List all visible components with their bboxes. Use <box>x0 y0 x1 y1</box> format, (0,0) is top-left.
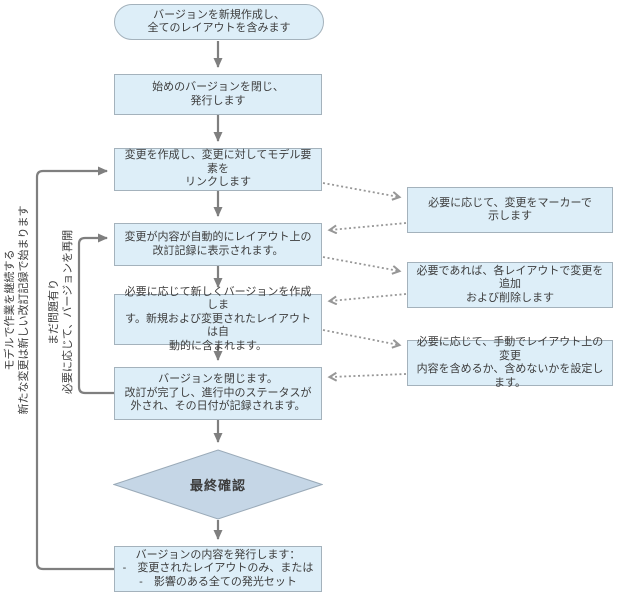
inner-loop-label: まだ問題有り 必要に応じて、バージョンを再開 <box>48 229 74 395</box>
outer-loop-label: モデルで作業を継続する 新たな変更は新しい改訂記録で始まります <box>4 205 30 415</box>
dashed-add-remove-to-new-version <box>330 293 407 301</box>
node-close-first-version: 始めのバージョンを閉じ、 発行します <box>114 74 322 115</box>
node-marker-changes: 必要に応じて、変更をマーカーで 示します <box>407 187 613 233</box>
decision-diamond-shape <box>113 449 323 520</box>
node-final-check: 最終確認 <box>113 449 323 520</box>
dashed-auto-display-to-add-remove <box>322 256 399 271</box>
dashed-marker-to-auto-display <box>330 222 407 230</box>
inner-loop-connector <box>77 233 114 395</box>
node-close-version: バージョンを閉じます。 改訂が完了し、進行中のステータスが 外され、その日付が記… <box>114 367 322 420</box>
node-auto-display: 変更が内容が自動的にレイアウト上の 改訂記録に表示されます。 <box>114 223 322 266</box>
node-start: バージョンを新規作成し、 全てのレイアウトを含みます <box>114 4 324 40</box>
node-add-remove-changes: 必要であれば、各レイアウトで変更を追加 および削除します <box>407 262 613 308</box>
dashed-new-version-to-manual-include <box>322 329 399 345</box>
node-manual-include: 必要に応じて、手動でレイアウト上の変更 内容を含めるか、含めないかを設定します。 <box>407 336 613 389</box>
dashed-manual-include-to-close-version <box>330 374 407 377</box>
outer-loop-connector <box>35 166 114 571</box>
decision-label: 最終確認 <box>189 478 246 493</box>
node-create-change: 変更を作成し、変更に対してモデル要素を リンクします <box>114 148 322 191</box>
dashed-create-change-to-marker <box>322 182 399 197</box>
node-publish: バージョンの内容を発行します： - 変更されたレイアウトのみ、または - 影響の… <box>114 546 322 592</box>
node-new-version: 必要に応じて新しくバージョンを作成しま す。新規および変更されたレイアウトは自 … <box>114 286 322 352</box>
